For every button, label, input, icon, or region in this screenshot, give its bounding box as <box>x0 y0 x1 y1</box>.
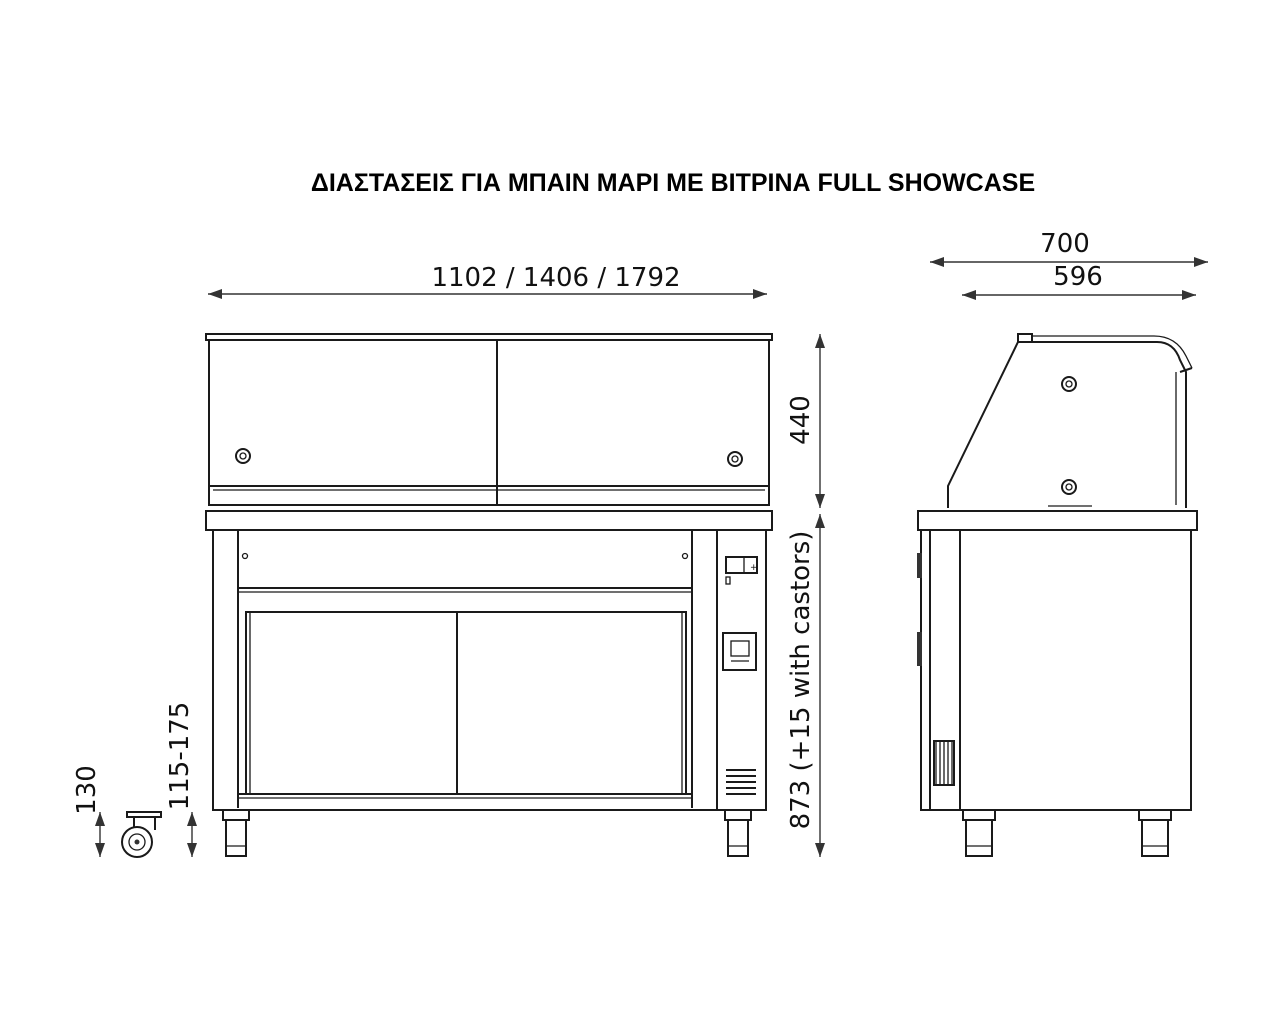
leg-height-label: 115-175 <box>165 702 195 811</box>
width-label: 1102 / 1406 / 1792 <box>431 263 680 293</box>
side-cabinet <box>917 529 1192 811</box>
front-legs <box>222 809 752 857</box>
svg-text:+: + <box>750 563 758 573</box>
showcase-height-label: 440 <box>786 395 816 445</box>
counter-top <box>205 510 773 531</box>
showcase-height-dimension: 440 <box>786 334 825 508</box>
width-dimension: 1102 / 1406 / 1792 <box>208 263 767 299</box>
showcase-top <box>205 333 773 506</box>
inner-depth-label: 596 <box>1053 262 1103 292</box>
leg-height-dimension: 115-175 <box>165 702 197 857</box>
front-view: 1102 / 1406 / 1792 <box>165 263 825 857</box>
body-height-dimension: 873 (+15 with castors) <box>786 514 825 857</box>
castor-wheel <box>121 811 162 858</box>
cabinet-body: + <box>212 529 767 811</box>
side-counter-top <box>917 510 1198 531</box>
drawing-title: ΔΙΑΣΤΑΣΕΙΣ ΓΙΑ ΜΠΑΙΝ ΜΑΡΙ ΜΕ ΒΙΤΡΙΝΑ FUL… <box>311 169 1035 197</box>
outer-depth-dimension: 700 <box>930 229 1208 267</box>
castor-detail: 130 <box>72 765 162 858</box>
vent-grille <box>726 769 756 795</box>
inner-depth-dimension: 596 <box>962 262 1196 300</box>
side-showcase <box>947 333 1193 508</box>
side-vent-grille <box>933 740 955 786</box>
side-view: 700 596 <box>917 229 1208 857</box>
side-legs <box>962 809 1172 857</box>
outer-depth-label: 700 <box>1040 229 1090 259</box>
castor-height-label: 130 <box>72 765 102 815</box>
body-height-label: 873 (+15 with castors) <box>786 531 816 830</box>
